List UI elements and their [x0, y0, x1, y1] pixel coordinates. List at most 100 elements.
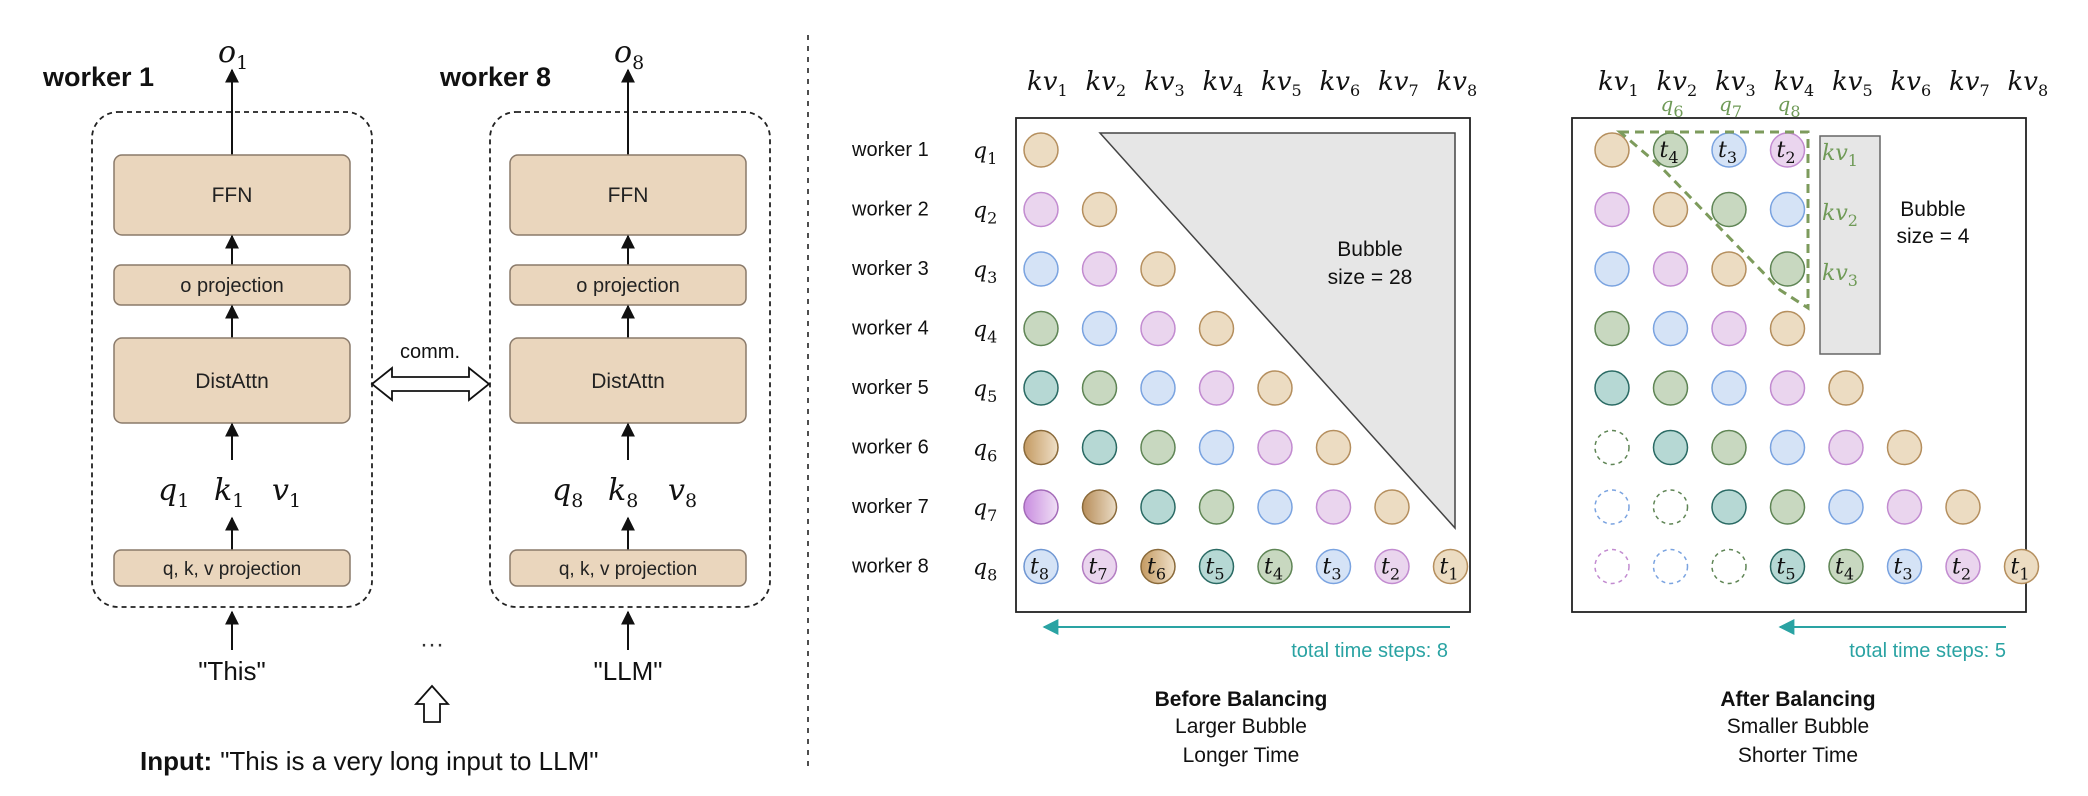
after-cell-circle	[1945, 548, 1981, 585]
before-cell-circle	[1374, 548, 1410, 585]
after-cell-circle	[1594, 489, 1630, 525]
after-cell-circle	[1594, 251, 1630, 287]
row-worker-label: worker 6	[851, 437, 929, 459]
before-cell-circle	[1257, 548, 1293, 585]
before-cell-circle	[1432, 548, 1469, 585]
row-worker-label: worker 7	[851, 496, 929, 518]
after-moved-region-outline	[1615, 130, 1810, 311]
before-cell-circle	[1257, 370, 1293, 406]
worker1-label: worker 1	[42, 62, 154, 92]
after-time-label: t4	[1660, 138, 1679, 167]
after-moved-kv-label: kv3	[1822, 261, 1858, 290]
row-worker-label: worker 8	[851, 556, 929, 578]
before-cell-circle	[1023, 548, 1059, 585]
after-cell-circle	[1769, 251, 1806, 287]
after-cell-circle	[1886, 489, 1923, 525]
worker8-input-token: "LLM"	[593, 656, 662, 686]
before-time-label: t2	[1381, 555, 1400, 584]
after-cell-circle	[1711, 489, 1747, 525]
after-cell-circle	[1711, 191, 1747, 228]
after-cell-circle	[1769, 548, 1806, 585]
after-cell-circle	[1594, 191, 1630, 228]
before-cell-circle	[1198, 310, 1235, 347]
after-kv-label: kv7	[1949, 67, 1990, 100]
after-time-label: t3	[1894, 555, 1913, 584]
before-cell-circle	[1081, 310, 1118, 347]
before-cell-circle	[1140, 489, 1176, 525]
before-cell-circle	[1023, 489, 1059, 525]
comm-label: comm.	[400, 341, 460, 363]
row-worker-label: worker 3	[851, 258, 929, 280]
row-q-label: q8	[973, 556, 997, 585]
after-cell-circle	[1652, 191, 1689, 228]
worker1-distattn-label: DistAttn	[195, 370, 269, 393]
before-cell-circle	[1081, 429, 1118, 466]
before-caption-title: Before Balancing	[1155, 688, 1328, 711]
after-cell-circle	[1886, 429, 1923, 466]
worker8-k: k8	[608, 473, 638, 512]
after-caption-title: After Balancing	[1720, 688, 1875, 711]
after-cell-circle	[1594, 548, 1630, 585]
worker8-ffn-label: FFN	[608, 184, 649, 207]
before-cell-circle	[1023, 191, 1059, 228]
before-cell-circle	[1257, 429, 1293, 466]
worker1-container	[91, 111, 373, 608]
before-cell-circle	[1140, 548, 1176, 585]
before-kv-label: kv2	[1086, 67, 1127, 100]
row-worker-label: worker 1	[851, 139, 929, 161]
after-time-label: t2	[1777, 138, 1796, 167]
after-kv-label: kv6	[1891, 67, 1932, 100]
after-kv-label: kv3	[1715, 67, 1756, 100]
before-cell-circle	[1023, 370, 1059, 406]
row-worker-label: worker 5	[851, 377, 929, 399]
before-cell-circle	[1140, 310, 1176, 347]
before-cell-circle	[1081, 548, 1118, 585]
worker1-oproj-label: o projection	[180, 275, 283, 297]
row-q-label: q6	[973, 437, 997, 466]
before-cell-circle	[1140, 370, 1176, 406]
after-cell-circle	[1945, 489, 1981, 525]
comm-double-arrow-icon	[370, 366, 491, 402]
after-cell-circle	[1828, 370, 1864, 406]
before-time-label: t5	[1206, 555, 1225, 584]
after-bubble-label-2: size = 4	[1897, 225, 1970, 248]
after-cell-circle	[1594, 429, 1630, 466]
after-cell-circle	[1652, 548, 1689, 585]
before-caption-line1: Larger Bubble	[1175, 715, 1307, 738]
row-q-label: q3	[973, 258, 997, 287]
before-cell-circle	[1315, 548, 1352, 585]
row-q-label: q2	[973, 199, 997, 228]
before-kv-label: kv4	[1203, 67, 1244, 100]
after-moved-kv-labels: kv1 kv2 kv3	[1822, 141, 1858, 290]
before-cell-circle	[1315, 429, 1352, 466]
after-moved-kv-label: kv1	[1822, 141, 1858, 170]
after-bubble-box	[1819, 135, 1881, 355]
after-grid-frame	[1571, 117, 2027, 613]
after-cell-circle	[1769, 310, 1806, 347]
after-kv-label: kv1	[1598, 67, 1639, 100]
after-kv-label: kv2	[1657, 67, 1698, 100]
before-time-label: t6	[1147, 555, 1166, 584]
before-time-label: t3	[1323, 555, 1342, 584]
after-cell-circle	[1652, 310, 1689, 347]
row-worker-label: worker 2	[851, 199, 929, 221]
row-q-label: q1	[973, 139, 997, 168]
after-cell-circle	[1652, 429, 1689, 466]
before-cell-circle	[1081, 191, 1118, 228]
after-time-label: t1	[2011, 555, 2030, 584]
after-kv-label: kv5	[1832, 67, 1873, 100]
after-cell-circle	[1711, 429, 1747, 466]
before-cell-circle	[1081, 370, 1118, 406]
ellipsis: ···	[420, 631, 444, 658]
after-cell-circle	[1711, 370, 1747, 406]
after-moved-q-label: q7	[1719, 92, 1742, 121]
after-moved-kv-label: kv2	[1822, 201, 1858, 230]
before-cell-circle	[1198, 548, 1235, 585]
before-cell-circle	[1023, 310, 1059, 347]
row-q-label: q5	[973, 377, 997, 406]
worker8-output: o8	[614, 35, 644, 74]
